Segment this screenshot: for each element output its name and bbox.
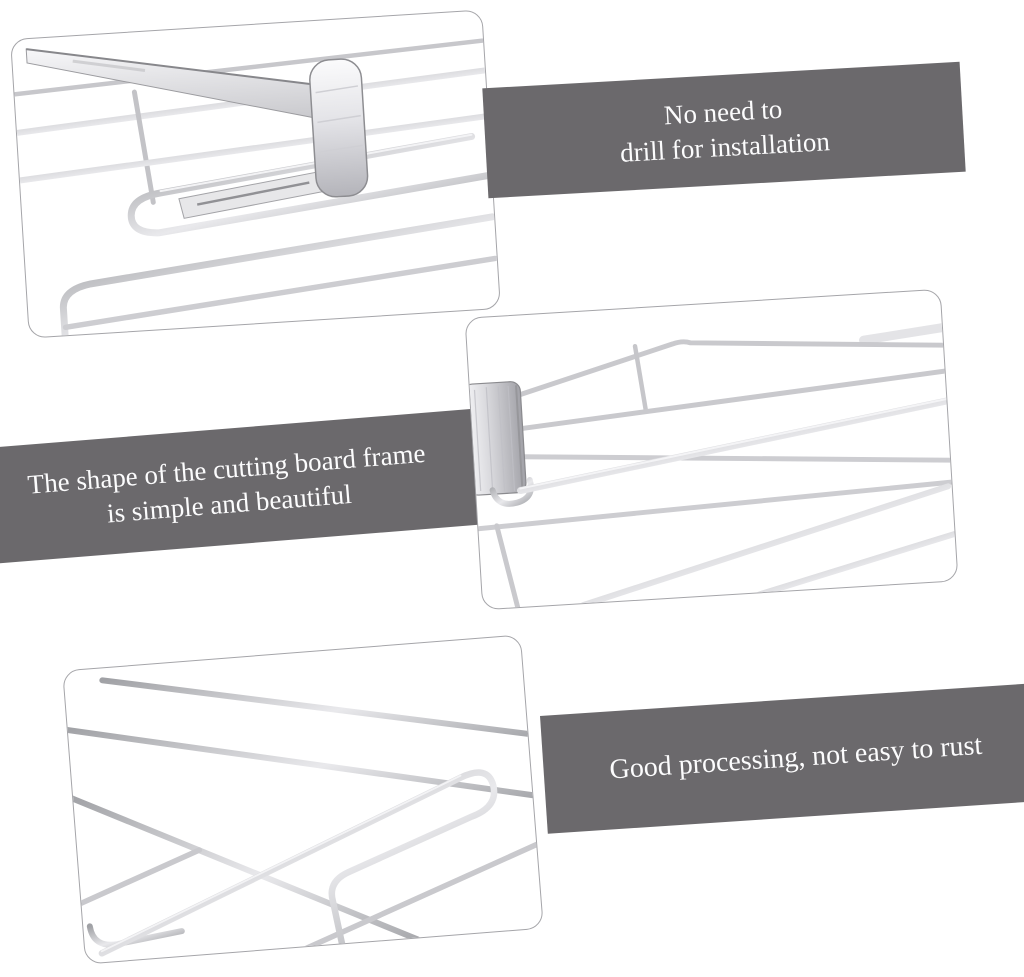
grid-wires [63,677,543,957]
hook-bend-wire [489,397,952,507]
caption-banner-middle: The shape of the cutting board frame is … [0,404,540,564]
caption-banner-top: No need to drill for installation [482,61,966,199]
rack-wires [11,37,497,205]
photo-card-frame-angle [464,288,959,611]
clip-edge-post [465,381,527,496]
caption-line: Good processing, not easy to rust [608,729,984,786]
clip-top-strap [25,48,318,119]
frame-wires [470,322,958,610]
wire-grid-illustration [63,677,543,957]
photo-card-hook-closeup [10,9,501,339]
bottom-rails [59,213,498,338]
hook-clip-illustration [11,37,498,338]
caption-line: drill for installation [619,126,831,168]
photo-card-wire-grid [62,634,544,965]
caption-banner-bottom: Good processing, not easy to rust [540,679,1024,834]
clip-front-face [309,58,369,198]
frame-angle-illustration [465,322,958,610]
